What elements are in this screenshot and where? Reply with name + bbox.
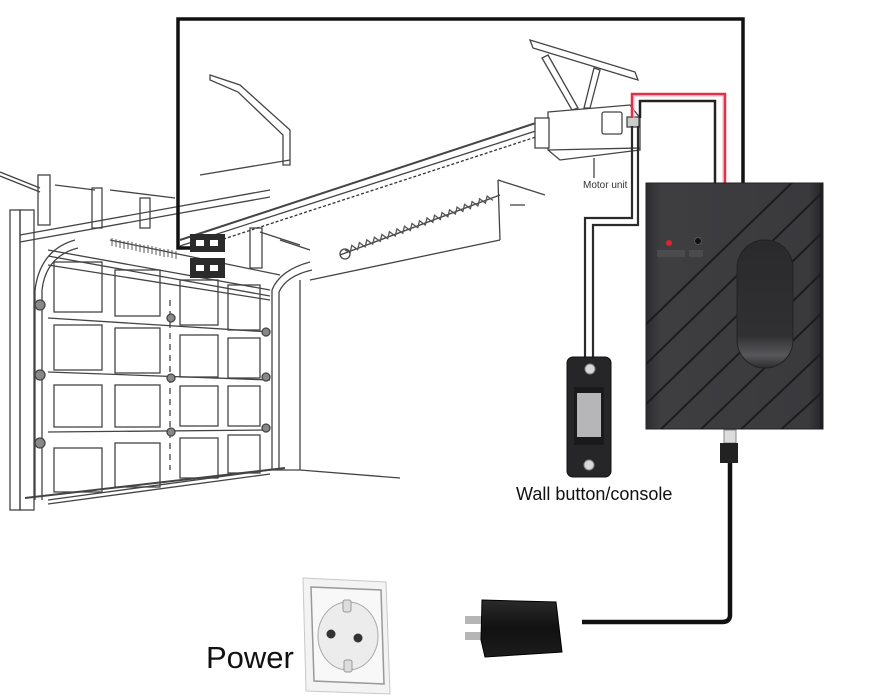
status-led-icon [666, 240, 672, 246]
power-label: Power [206, 640, 294, 675]
wire-sensor [176, 17, 745, 250]
opener-rail [179, 38, 640, 281]
wall-button-label: Wall button/console [516, 484, 673, 504]
power-adapter [465, 599, 563, 658]
motor-unit-label: Motor unit [583, 180, 628, 191]
wire-black-controller [638, 99, 717, 183]
reset-button-icon [694, 237, 702, 245]
wire-red [630, 92, 727, 183]
wire-black-wallbutton-2 [591, 126, 640, 358]
smart-controller [645, 182, 824, 430]
door-sensor [190, 234, 225, 278]
wall-button [566, 356, 612, 478]
wire-power [582, 456, 733, 625]
garage-door [0, 171, 401, 511]
usb-connector [720, 429, 738, 463]
motor-unit [534, 104, 641, 178]
wire-black-wallbutton-1 [583, 126, 634, 358]
power-outlet [302, 577, 391, 695]
wires [176, 17, 745, 625]
